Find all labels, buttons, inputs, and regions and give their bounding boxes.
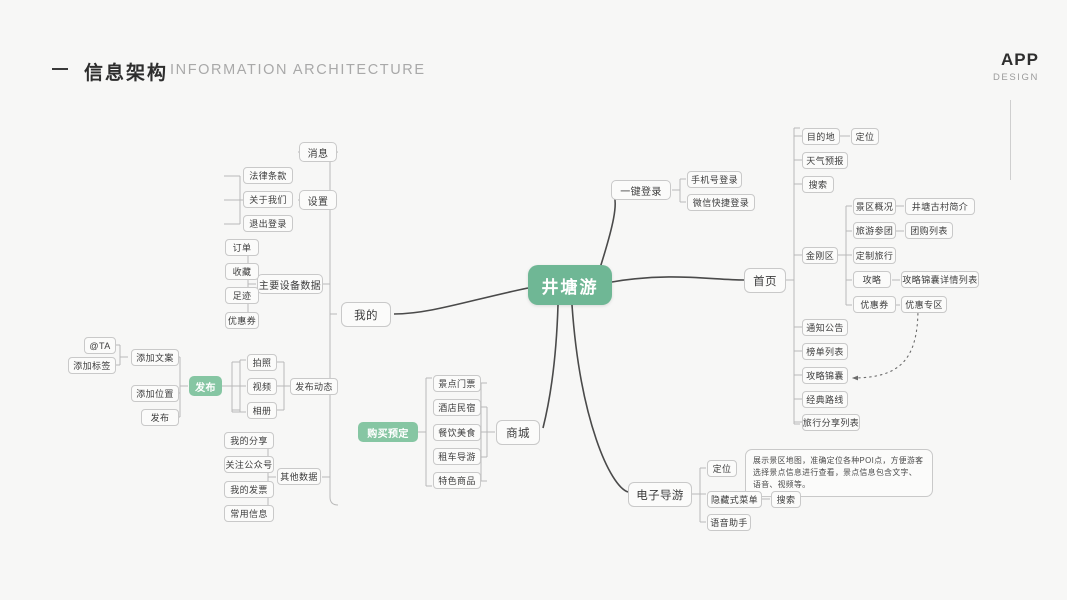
arrow-head	[852, 375, 858, 381]
node-locate-description: 展示景区地图，准确定位各种POI点，方便游客选择景点信息进行查看，景点信息包含文…	[745, 449, 933, 498]
node-my-invoices[interactable]: 我的发票	[224, 481, 274, 498]
node-favorites[interactable]: 收藏	[225, 263, 259, 280]
node-purchase-booking-group[interactable]: 购买预定	[358, 422, 418, 442]
main-branch-links	[393, 191, 745, 493]
node-publish-action[interactable]: 发布	[141, 409, 179, 426]
node-mention-ta[interactable]: @TA	[84, 337, 116, 354]
node-about-us[interactable]: 关于我们	[243, 191, 293, 208]
node-publish-feed[interactable]: 发布动态	[290, 378, 338, 395]
dotted-reference-link	[851, 307, 919, 379]
node-custom-travel[interactable]: 定制旅行	[853, 247, 896, 264]
node-mine[interactable]: 我的	[341, 302, 391, 327]
root-node[interactable]: 井塘游	[528, 265, 612, 305]
node-other-data[interactable]: 其他数据	[277, 468, 321, 485]
node-group-tour[interactable]: 旅游参团	[853, 222, 896, 239]
node-album[interactable]: 相册	[247, 402, 277, 419]
node-orders[interactable]: 订单	[225, 239, 259, 256]
brand-app: APP	[1001, 50, 1039, 69]
header-rule	[1010, 100, 1011, 180]
node-coupons[interactable]: 优惠券	[225, 312, 259, 329]
node-village-intro[interactable]: 井塘古村简介	[905, 198, 975, 215]
node-announcements[interactable]: 通知公告	[802, 319, 848, 336]
node-one-click-login[interactable]: 一键登录	[611, 180, 671, 200]
node-groupbuy-list[interactable]: 团购列表	[905, 222, 953, 239]
node-guide-locate[interactable]: 定位	[707, 460, 737, 477]
node-publish-group[interactable]: 发布	[189, 376, 222, 396]
node-hotel-homestay[interactable]: 酒店民宿	[433, 399, 481, 416]
brand-design: DESIGN	[992, 72, 1039, 83]
node-hidden-menu[interactable]: 隐藏式菜单	[707, 491, 762, 508]
node-add-location[interactable]: 添加位置	[131, 385, 179, 402]
node-logout[interactable]: 退出登录	[243, 215, 293, 232]
node-guide-strategy[interactable]: 攻略	[853, 271, 891, 288]
page-title-cn: 信息架构	[84, 63, 169, 84]
node-travel-share-list[interactable]: 旅行分享列表	[802, 414, 860, 431]
node-voice-assistant[interactable]: 语音助手	[707, 514, 751, 531]
header-dash	[52, 68, 68, 70]
node-coupon-zone[interactable]: 优惠专区	[901, 296, 947, 313]
node-special-goods[interactable]: 特色商品	[433, 472, 481, 489]
node-add-tag[interactable]: 添加标签	[68, 357, 116, 374]
node-scenic-overview[interactable]: 景区概况	[853, 198, 896, 215]
node-weather[interactable]: 天气预报	[802, 152, 848, 169]
node-attraction-ticket[interactable]: 景点门票	[433, 375, 481, 392]
node-take-photo[interactable]: 拍照	[247, 354, 277, 371]
node-settings[interactable]: 设置	[299, 190, 337, 210]
node-mall[interactable]: 商城	[496, 420, 540, 445]
node-locate[interactable]: 定位	[851, 128, 879, 145]
node-messages[interactable]: 消息	[299, 142, 337, 162]
node-my-shares[interactable]: 我的分享	[224, 432, 274, 449]
node-footprints[interactable]: 足迹	[225, 287, 259, 304]
node-home[interactable]: 首页	[744, 268, 786, 293]
node-legal-terms[interactable]: 法律条款	[243, 167, 293, 184]
node-wechat-login[interactable]: 微信快捷登录	[687, 194, 755, 211]
node-strategy-detail-list[interactable]: 攻略锦囊详情列表	[901, 271, 979, 288]
node-follow-official-account[interactable]: 关注公众号	[224, 456, 274, 473]
node-kingkong-zone[interactable]: 金刚区	[802, 247, 838, 264]
node-common-info[interactable]: 常用信息	[224, 505, 274, 522]
node-e-guide[interactable]: 电子导游	[628, 482, 692, 507]
node-device-data[interactable]: 主要设备数据	[257, 274, 323, 294]
node-add-text[interactable]: 添加文案	[131, 349, 179, 366]
page-title-en: INFORMATION ARCHITECTURE	[170, 62, 426, 78]
node-video[interactable]: 视频	[247, 378, 277, 395]
node-car-rental-guide[interactable]: 租车导游	[433, 448, 481, 465]
node-phone-login[interactable]: 手机号登录	[687, 171, 742, 188]
node-search-home[interactable]: 搜索	[802, 176, 834, 193]
node-classic-routes[interactable]: 经典路线	[802, 391, 848, 408]
node-destination[interactable]: 目的地	[802, 128, 840, 145]
node-ranking-list[interactable]: 榜单列表	[802, 343, 848, 360]
node-guide-search[interactable]: 搜索	[771, 491, 801, 508]
node-food-dining[interactable]: 餐饮美食	[433, 424, 481, 441]
node-coupon-home[interactable]: 优惠券	[853, 296, 896, 313]
node-strategy-packet[interactable]: 攻略锦囊	[802, 367, 848, 384]
